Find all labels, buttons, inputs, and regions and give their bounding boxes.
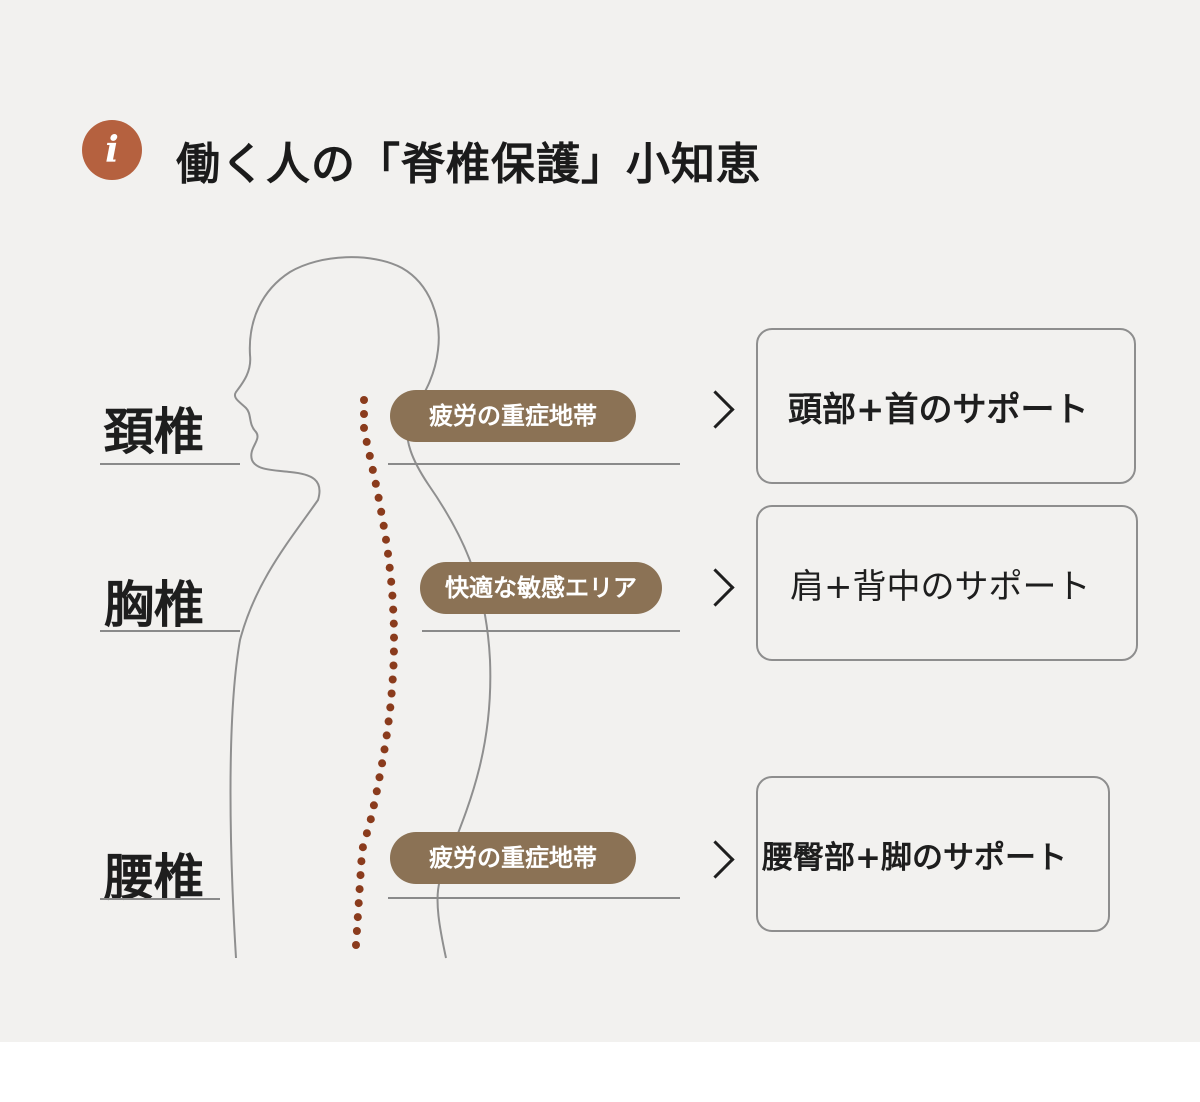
- spine-dot: [371, 479, 380, 488]
- spine-dot: [362, 437, 371, 446]
- spine-dot: [390, 633, 398, 642]
- spine-dot: [379, 521, 388, 530]
- spine-dot: [389, 605, 398, 614]
- spine-dot: [387, 689, 396, 698]
- spine-dot: [356, 871, 365, 880]
- info-icon: i: [82, 120, 142, 180]
- region-tag-cervical: 疲労の重症地帯: [390, 390, 636, 442]
- spine-dot: [380, 745, 389, 754]
- label-underline: [100, 463, 240, 465]
- region-label-lumbar: 腰椎: [104, 849, 204, 907]
- support-box-waist-legs: 腰臀部+脚のサポート: [756, 776, 1110, 932]
- spine-dot: [354, 899, 363, 908]
- region-label-cervical: 頚椎: [104, 403, 204, 461]
- label-underline: [100, 898, 220, 900]
- spine-dot: [372, 787, 381, 796]
- support-text: 頭部+首のサポート: [788, 389, 1089, 430]
- spine-dot: [353, 913, 362, 922]
- spine-dot: [389, 619, 398, 628]
- support-box-shoulder-back: 肩+背中のサポート: [756, 505, 1138, 661]
- tag-underline: [388, 463, 680, 465]
- spine-dot: [389, 647, 398, 656]
- spine-dot: [377, 507, 386, 516]
- spine-dot: [366, 815, 375, 824]
- page-title: 働く人の「脊椎保護」小知恵: [176, 139, 761, 190]
- spine-dot: [384, 717, 393, 726]
- spine-dot: [352, 941, 360, 949]
- spine-dot: [388, 675, 397, 684]
- tag-underline: [388, 897, 680, 899]
- spine-dot: [362, 829, 371, 838]
- spine-dot: [369, 801, 378, 810]
- spine-dot: [388, 591, 397, 600]
- support-text: 肩+背中のサポート: [790, 566, 1091, 607]
- spine-dot: [360, 396, 368, 404]
- spine-dot: [375, 773, 384, 782]
- spine-dot: [385, 563, 394, 572]
- tag-underline: [422, 630, 680, 632]
- spine-dot: [387, 577, 396, 586]
- region-label-thoracic: 胸椎: [104, 576, 204, 634]
- support-box-head-neck: 頭部+首のサポート: [756, 328, 1136, 484]
- spine-dot: [352, 927, 361, 935]
- spine-dot: [368, 465, 377, 474]
- spine-dot: [384, 549, 392, 558]
- spine-dot: [386, 703, 395, 712]
- spine-dot: [365, 451, 374, 460]
- spine-dots: [352, 396, 398, 949]
- spine-dot: [374, 493, 383, 502]
- spine-dot: [389, 661, 398, 670]
- spine-dot: [378, 759, 387, 768]
- spine-dot: [382, 731, 391, 740]
- spine-dot: [360, 423, 368, 432]
- region-tag-thoracic: 快適な敏感エリア: [420, 562, 662, 614]
- support-text: 腰臀部+脚のサポート: [762, 839, 1067, 876]
- spine-dot: [360, 410, 368, 418]
- spine-dot: [357, 857, 366, 866]
- spine-dot: [358, 843, 367, 852]
- region-tag-lumbar: 疲労の重症地帯: [390, 832, 636, 884]
- label-underline: [100, 630, 240, 632]
- spine-dot: [355, 885, 364, 894]
- spine-dot: [382, 535, 390, 544]
